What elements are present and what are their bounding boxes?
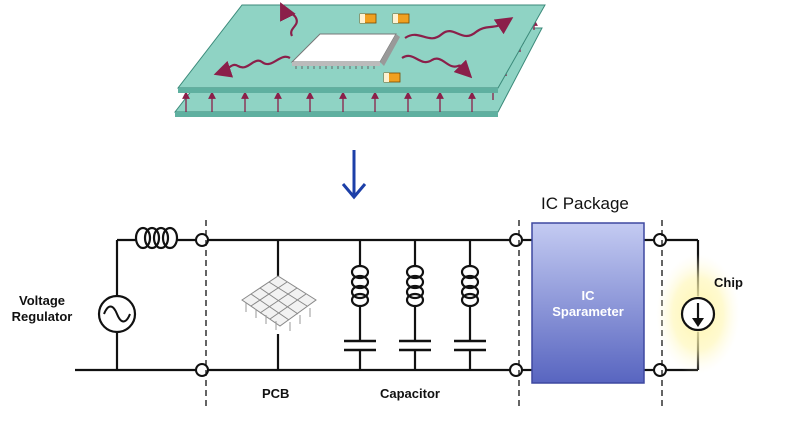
pcb-planes-illustration <box>173 2 546 117</box>
ic-package-box <box>531 222 645 384</box>
ic-sparameter-label: IC Sparameter <box>552 288 624 319</box>
ic-package-label: IC Package <box>541 194 629 213</box>
capacitor-inductor-coils <box>350 264 480 308</box>
series-inductor-coil <box>134 226 179 250</box>
noise-waves <box>213 2 514 79</box>
board-ic-chip <box>290 33 400 69</box>
capacitor-label: Capacitor <box>380 386 440 401</box>
capacitor-plates <box>344 339 486 352</box>
board-capacitors <box>359 13 410 83</box>
voltage-regulator-label: Voltage Regulator <box>11 293 73 324</box>
current-source-icon <box>680 296 716 332</box>
pcb-mesh-icon <box>241 275 317 331</box>
down-arrow-icon <box>341 150 367 200</box>
ac-source-icon <box>97 294 137 334</box>
pcb-label: PCB <box>262 386 290 401</box>
chip-label: Chip <box>714 275 743 290</box>
